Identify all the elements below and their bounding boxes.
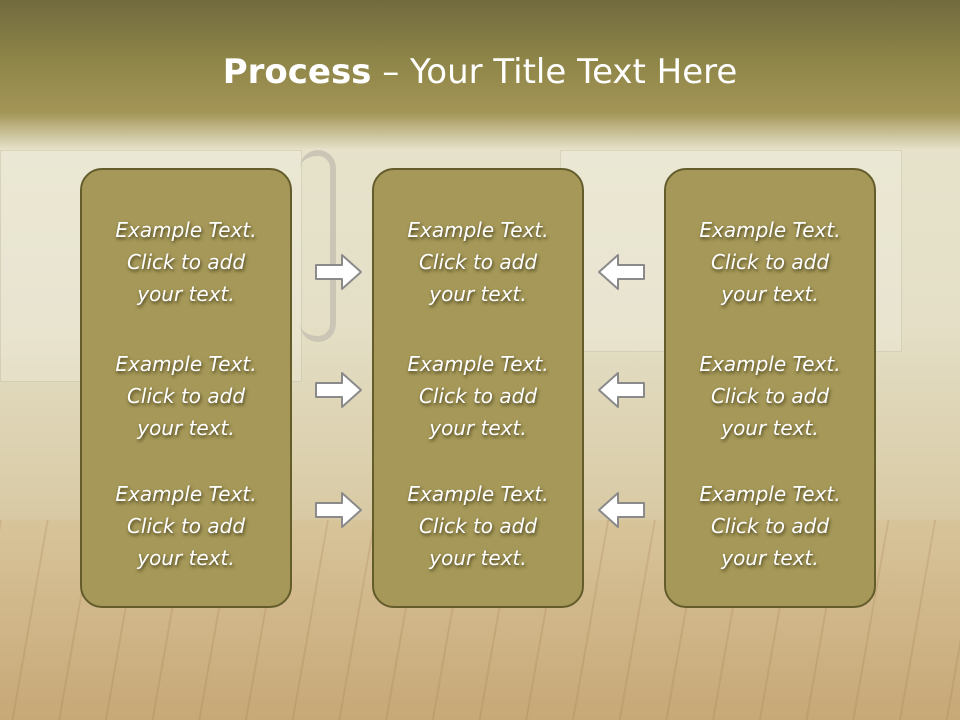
text-line: your text. (721, 282, 819, 306)
text-line: your text. (429, 282, 527, 306)
text-item[interactable]: Example Text. Click to add your text. (374, 348, 582, 444)
text-line: your text. (137, 416, 235, 440)
text-line: Click to add (418, 514, 538, 538)
text-line: Click to add (126, 384, 246, 408)
text-line: Click to add (710, 250, 830, 274)
text-line: Click to add (710, 514, 830, 538)
title-bold: Process (222, 52, 372, 92)
text-line: Example Text. (407, 482, 549, 506)
left-text-box[interactable]: Example Text. Click to add your text. Ex… (80, 168, 292, 608)
text-line: Example Text. (699, 482, 841, 506)
right-arrow-icon[interactable] (314, 370, 364, 410)
text-line: Example Text. (407, 218, 549, 242)
right-arrow-icon[interactable] (314, 252, 364, 292)
pipe (300, 150, 336, 342)
text-line: your text. (721, 546, 819, 570)
text-line: Example Text. (407, 352, 549, 376)
left-arrow-icon[interactable] (596, 370, 646, 410)
text-line: your text. (137, 546, 235, 570)
center-text-box[interactable]: Example Text. Click to add your text. Ex… (372, 168, 584, 608)
text-line: Example Text. (699, 218, 841, 242)
slide-title[interactable]: Process – Your Title Text Here (0, 52, 960, 92)
text-line: Click to add (710, 384, 830, 408)
text-line: your text. (137, 282, 235, 306)
title-bar (0, 0, 960, 150)
text-line: Click to add (418, 384, 538, 408)
right-arrow-icon[interactable] (314, 490, 364, 530)
text-item[interactable]: Example Text. Click to add your text. (82, 348, 290, 444)
text-line: Example Text. (699, 352, 841, 376)
text-line: Click to add (418, 250, 538, 274)
text-item[interactable]: Example Text. Click to add your text. (666, 214, 874, 310)
text-line: Click to add (126, 514, 246, 538)
text-line: Example Text. (115, 352, 257, 376)
text-line: Example Text. (115, 482, 257, 506)
text-line: Click to add (126, 250, 246, 274)
text-line: Example Text. (115, 218, 257, 242)
text-line: your text. (721, 416, 819, 440)
text-line: your text. (429, 546, 527, 570)
text-item[interactable]: Example Text. Click to add your text. (374, 214, 582, 310)
text-item[interactable]: Example Text. Click to add your text. (666, 478, 874, 574)
text-item[interactable]: Example Text. Click to add your text. (374, 478, 582, 574)
title-rest: – Your Title Text Here (371, 52, 738, 92)
text-item[interactable]: Example Text. Click to add your text. (666, 348, 874, 444)
right-text-box[interactable]: Example Text. Click to add your text. Ex… (664, 168, 876, 608)
text-item[interactable]: Example Text. Click to add your text. (82, 214, 290, 310)
left-arrow-icon[interactable] (596, 252, 646, 292)
text-line: your text. (429, 416, 527, 440)
left-arrow-icon[interactable] (596, 490, 646, 530)
text-item[interactable]: Example Text. Click to add your text. (82, 478, 290, 574)
